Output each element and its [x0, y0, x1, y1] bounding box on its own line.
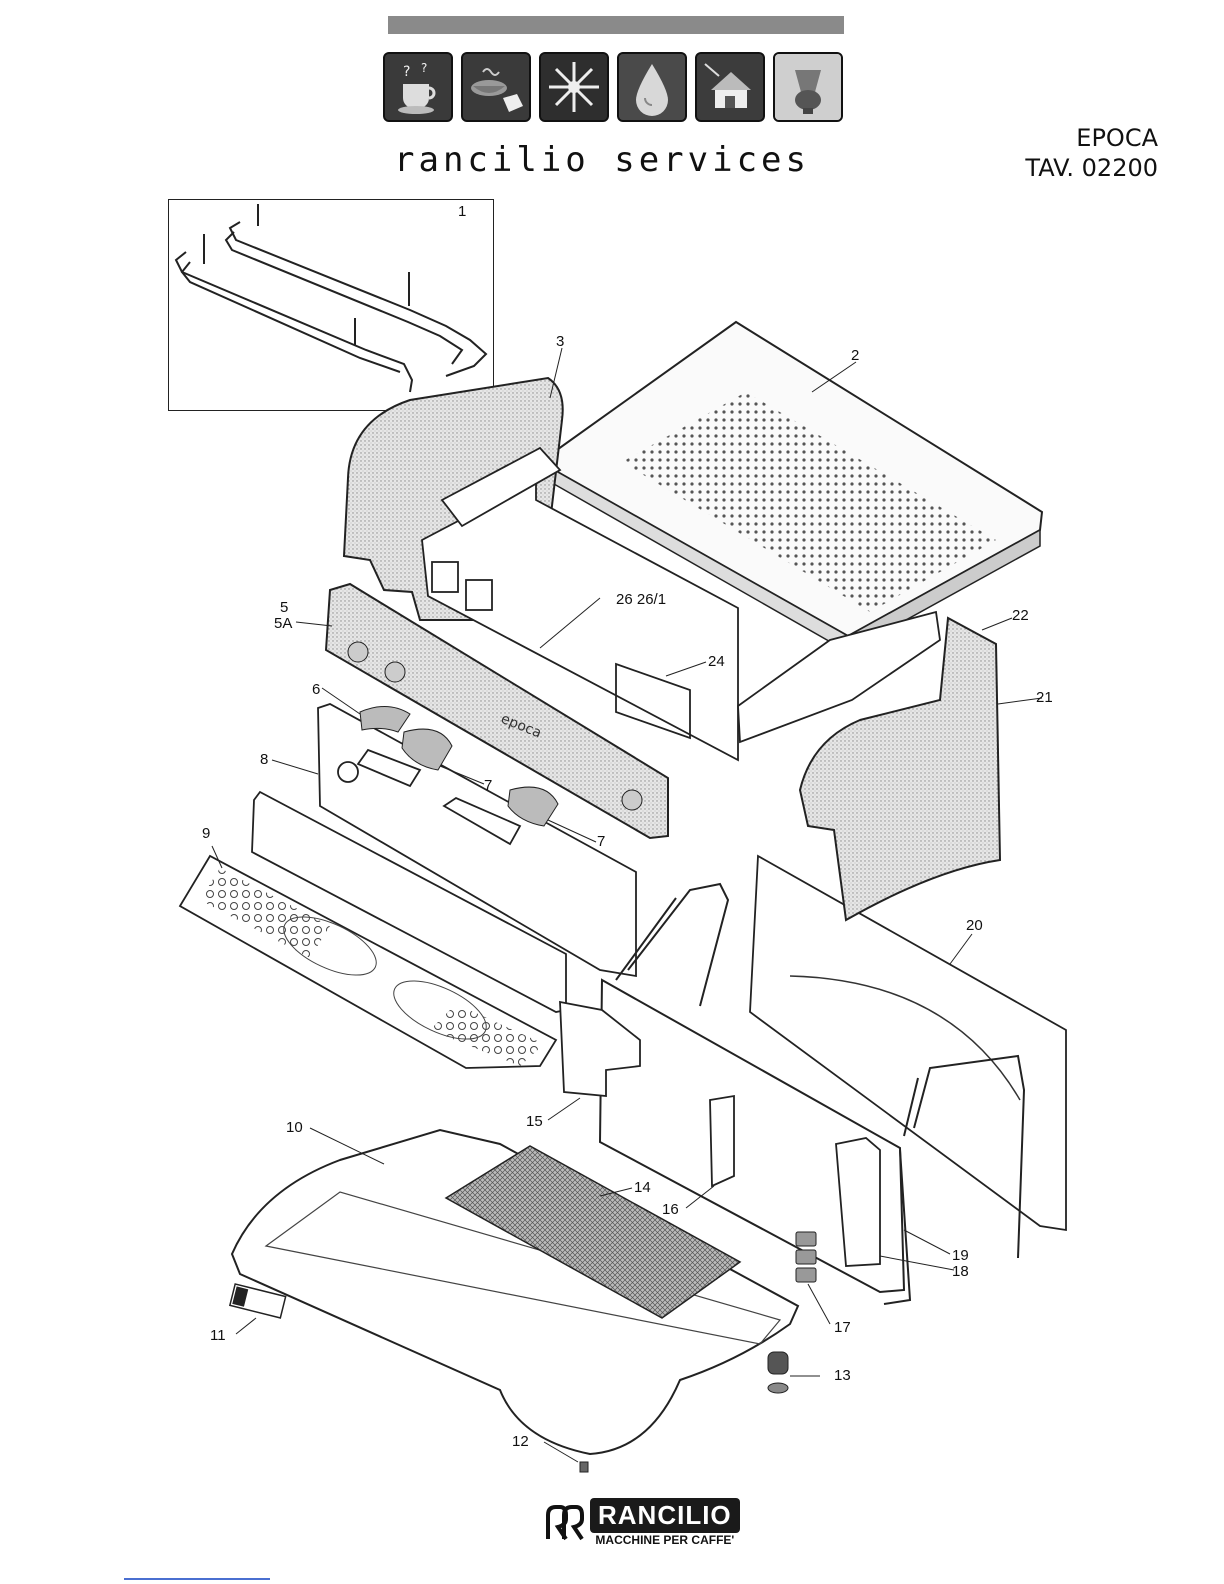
callout-5a: 5A: [274, 615, 292, 632]
bottom-link-underline: [124, 1578, 270, 1580]
callout-20: 20: [966, 917, 983, 934]
callout-1: 1: [458, 203, 466, 220]
callout-14: 14: [634, 1179, 651, 1196]
callout-7b: 7: [597, 833, 605, 850]
part-17-switches: [796, 1232, 816, 1282]
callout-16: 16: [662, 1201, 679, 1218]
callout-26: 26 26/1: [616, 591, 666, 608]
part-12-screw: [580, 1462, 588, 1472]
callout-21: 21: [1036, 689, 1053, 706]
callout-15: 15: [526, 1113, 543, 1130]
callout-18: 18: [952, 1263, 969, 1280]
footer-wordmark: RANCILIO MACCHINE PER CAFFE': [590, 1498, 740, 1547]
part-16-bracket: [710, 1096, 734, 1186]
part-6-gauge-bezel: [360, 706, 410, 732]
callout-8: 8: [260, 751, 268, 768]
part-1-heating-element: [176, 204, 486, 392]
callout-12: 12: [512, 1433, 529, 1450]
footer-brand-name: RANCILIO: [590, 1498, 740, 1533]
rancilio-logo-icon: [542, 1501, 586, 1545]
callout-19: 19: [952, 1247, 969, 1264]
callout-11: 11: [210, 1327, 226, 1344]
callout-17: 17: [834, 1319, 851, 1336]
callout-10: 10: [286, 1119, 303, 1136]
part-13-feet: [768, 1352, 788, 1393]
footer-tagline: MACCHINE PER CAFFE': [590, 1533, 740, 1547]
footer-brand-logo: RANCILIO MACCHINE PER CAFFE': [542, 1498, 740, 1547]
callout-13: 13: [834, 1367, 851, 1384]
callout-2: 2: [851, 347, 859, 364]
callout-3: 3: [556, 333, 564, 350]
callout-24: 24: [708, 653, 725, 670]
callout-5: 5: [280, 599, 288, 616]
callout-9: 9: [202, 825, 210, 842]
callout-22: 22: [1012, 607, 1029, 624]
callout-6: 6: [312, 681, 320, 698]
callout-7a: 7: [484, 777, 492, 794]
